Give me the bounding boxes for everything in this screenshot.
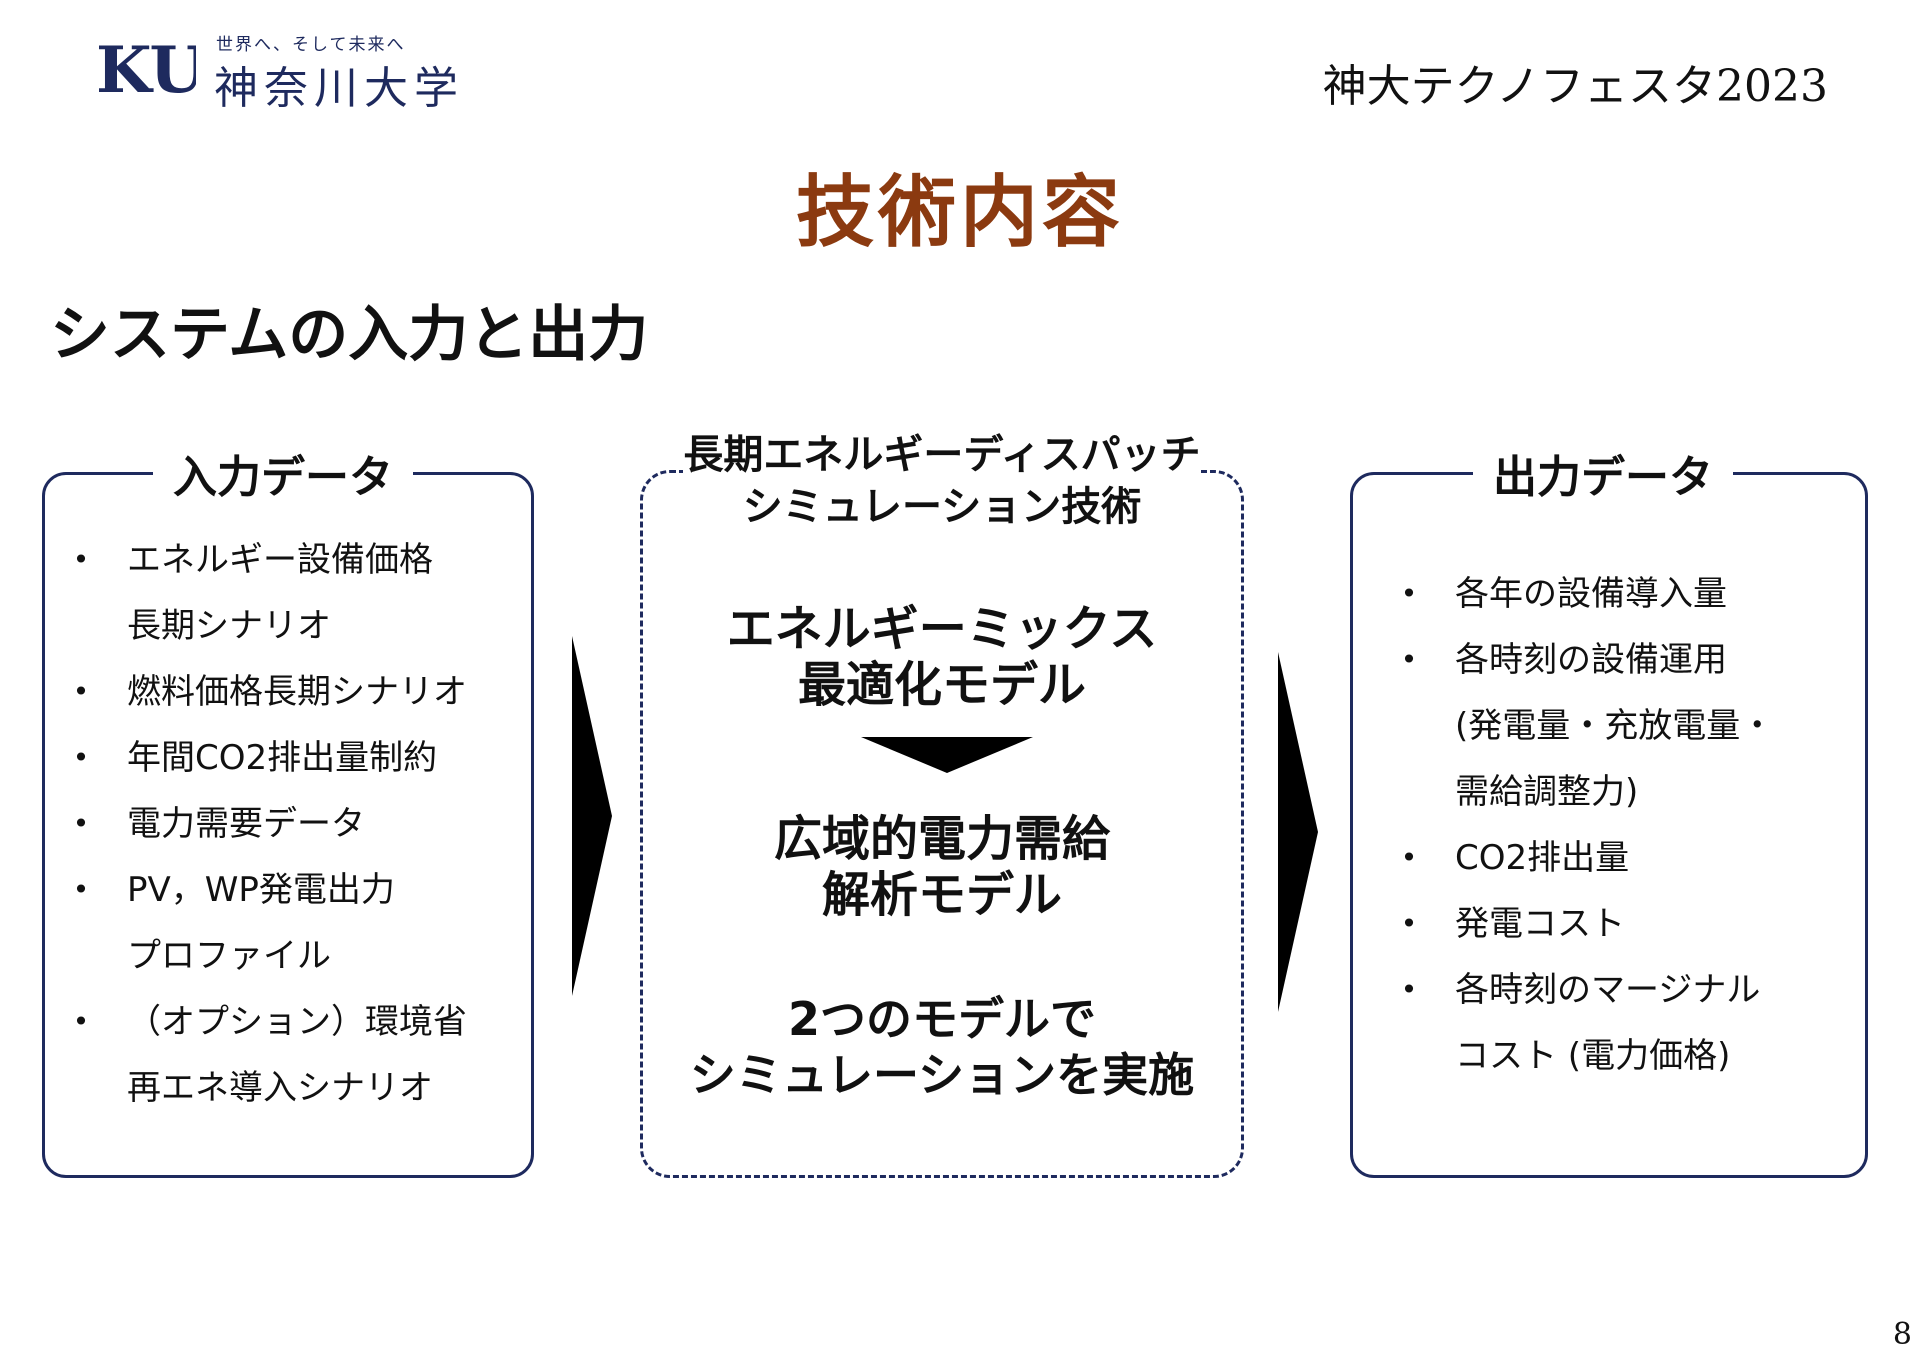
output-item-text: 各時刻の設備運用 [1455, 640, 1727, 680]
bullet-icon: • [72, 675, 90, 708]
input-list-item: • PV，WP発電出力プロファイル [71, 857, 467, 989]
university-logo: KU 世界へ、そして未来へ 神奈川大学 [96, 30, 496, 114]
model1-line-2: 最適化モデル [797, 657, 1086, 713]
ku-logo-letters: KU [96, 33, 196, 108]
input-list-item: • （オプション）環境省再エネ導入シナリオ [71, 989, 467, 1121]
event-title: 神大テクノフェスタ2023 [1322, 61, 1828, 112]
down-arrow-icon [861, 737, 1033, 773]
output-item-text: (発電量・充放電量・ [1455, 706, 1775, 746]
output-list-item: • CO2排出量 [1399, 825, 1774, 891]
output-item-text: CO2排出量 [1455, 838, 1630, 878]
right-arrow-icon [572, 636, 612, 996]
bullet-icon: • [1400, 841, 1418, 874]
output-item-text: 需給調整力) [1455, 772, 1639, 812]
input-item-text: PV，WP発電出力 [127, 870, 395, 910]
input-item-text: 年間CO2排出量制約 [127, 738, 438, 778]
bullet-icon: • [1400, 577, 1418, 610]
model1-line-1: エネルギーミックス [726, 601, 1158, 657]
output-item-text: 各時刻のマージナル [1455, 970, 1761, 1010]
summary-line-1: 2つのモデルで [787, 992, 1096, 1046]
input-item-text: （オプション）環境省 [127, 1002, 467, 1042]
output-list-item: • 各時刻のマージナルコスト (電力価格) [1399, 957, 1774, 1089]
output-list-item: • 各年の設備導入量 [1399, 561, 1774, 627]
right-arrow-icon [1278, 652, 1318, 1012]
output-list-item: • 各時刻の設備運用 (発電量・充放電量・需給調整力) [1399, 627, 1775, 825]
summary-line-2: シミュレーションを実施 [689, 1048, 1195, 1102]
input-list-item: • 年間CO2排出量制約 [71, 725, 467, 791]
center-panel-title: 長期エネルギーディスパッチ シミュレーション技術 [683, 429, 1201, 533]
input-item-text: 燃料価格長期シナリオ [127, 672, 467, 712]
input-item-text: 長期シナリオ [127, 606, 331, 646]
bullet-icon: • [1400, 907, 1418, 940]
logo-tagline: 世界へ、そして未来へ [216, 35, 406, 55]
input-list-item: • エネルギー設備価格長期シナリオ [71, 527, 467, 659]
output-data-panel: 出力データ • 各年の設備導入量 • 各時刻の設備運用 (発電量・充放電量・需給調整力)… [1350, 441, 1868, 1178]
bullet-icon: • [72, 543, 90, 576]
output-item-text: コスト (電力価格) [1455, 1036, 1731, 1076]
center-title-line-1: 長期エネルギーディスパッチ [683, 432, 1201, 478]
logo-university-name: 神奈川大学 [214, 63, 464, 114]
output-list-item: • 発電コスト [1399, 891, 1774, 957]
ku-logo-mark-icon: KU [96, 33, 196, 108]
input-list-item: • 電力需要データ [71, 791, 467, 857]
page-number: 8 [1892, 1317, 1912, 1352]
output-item-text: 各年の設備導入量 [1455, 574, 1727, 614]
input-item-text: エネルギー設備価格 [127, 540, 433, 580]
output-panel-title: 出力データ [1473, 441, 1733, 505]
output-data-list: • 各年の設備導入量 • 各時刻の設備運用 (発電量・充放電量・需給調整力) • CO2排出… [1399, 561, 1775, 1089]
energy-mix-model-label: エネルギーミックス 最適化モデル [643, 601, 1241, 713]
input-list-item: • 燃料価格長期シナリオ [71, 659, 467, 725]
center-title-line-2: シミュレーション技術 [742, 484, 1142, 530]
bullet-icon: • [1400, 643, 1418, 676]
bullet-icon: • [72, 807, 90, 840]
power-supply-demand-model-label: 広域的電力需給 解析モデル [643, 811, 1241, 923]
arrow-shape [572, 636, 612, 996]
bullet-icon: • [72, 1005, 90, 1038]
input-item-text: 再エネ導入シナリオ [127, 1068, 433, 1108]
output-item-text: 発電コスト [1455, 904, 1625, 944]
input-item-text: プロファイル [127, 936, 331, 976]
arrow-shape [1278, 652, 1318, 1012]
input-item-text: 電力需要データ [127, 804, 365, 844]
input-data-panel: 入力データ • エネルギー設備価格長期シナリオ • 燃料価格長期シナリオ • 年間CO2排… [42, 441, 534, 1178]
bullet-icon: • [72, 873, 90, 906]
bullet-icon: • [1400, 973, 1418, 1006]
input-panel-title: 入力データ [153, 441, 413, 505]
input-data-list: • エネルギー設備価格長期シナリオ • 燃料価格長期シナリオ • 年間CO2排出量制約 • 電… [71, 527, 467, 1121]
section-title: システムの入力と出力 [50, 300, 649, 370]
down-arrow-shape [861, 737, 1033, 773]
simulation-summary: 2つのモデルで シミュレーションを実施 [643, 991, 1241, 1103]
bullet-icon: • [72, 741, 90, 774]
model2-line-1: 広域的電力需給 [773, 811, 1110, 867]
simulation-technology-panel: 長期エネルギーディスパッチ シミュレーション技術 エネルギーミックス 最適化モデ… [640, 429, 1244, 1178]
page-title: 技術内容 [795, 168, 1124, 258]
model2-line-2: 解析モデル [821, 867, 1062, 923]
